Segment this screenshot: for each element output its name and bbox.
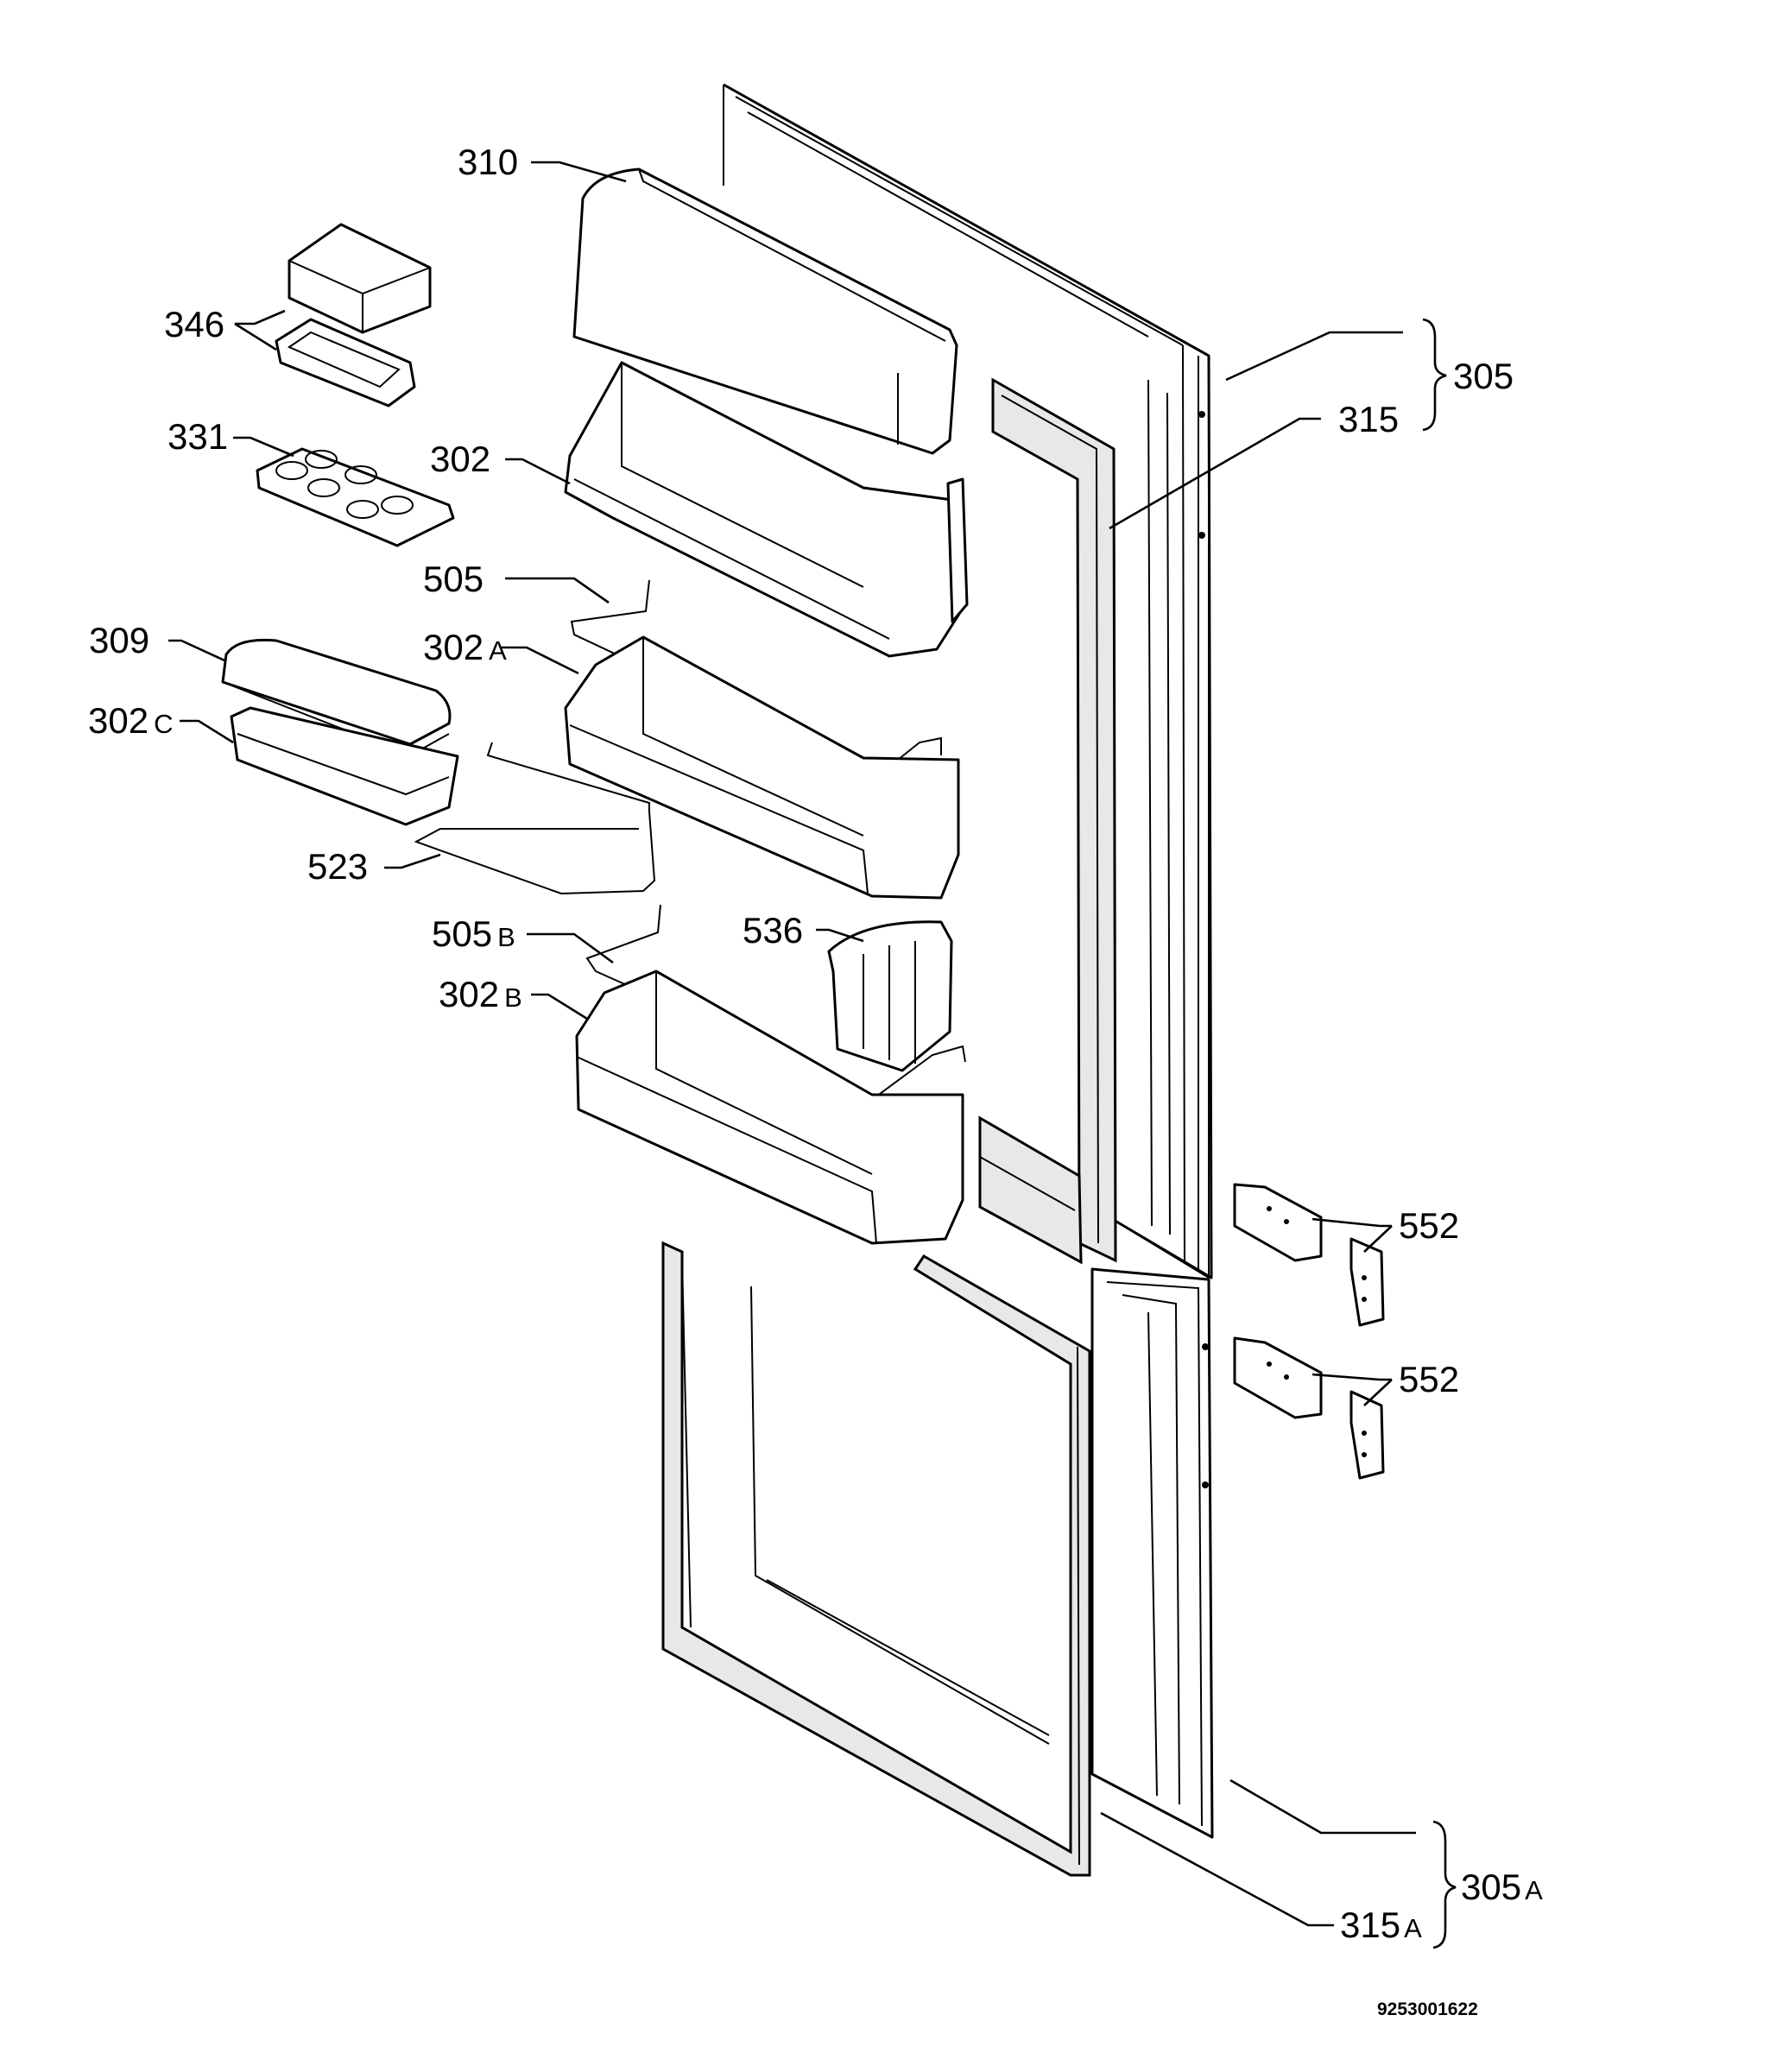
label-309: 309 bbox=[89, 620, 149, 660]
label-552-upper: 552 bbox=[1399, 1205, 1459, 1246]
label-305: 305 bbox=[1453, 356, 1514, 396]
bottle-divider-536 bbox=[827, 920, 953, 1072]
label-331: 331 bbox=[167, 416, 228, 457]
door-shelf-302b bbox=[575, 970, 964, 1245]
butter-dish-302c bbox=[230, 706, 459, 826]
label-523: 523 bbox=[307, 846, 368, 887]
hinge-552-upper bbox=[1233, 1183, 1385, 1327]
label-302: 302 bbox=[430, 439, 490, 479]
drawing-code: 9253001622 bbox=[1377, 1999, 1478, 2019]
label-536: 536 bbox=[743, 910, 803, 951]
leader-lines bbox=[168, 161, 1416, 1927]
door-shelf-302a bbox=[564, 635, 960, 900]
egg-tray-331 bbox=[256, 447, 455, 547]
door-shelf-302 bbox=[564, 361, 969, 658]
dairy-lid-310 bbox=[572, 167, 958, 455]
lower-door-305a bbox=[1090, 1267, 1214, 1839]
label-505: 505 bbox=[423, 559, 484, 599]
upper-door-gasket-315 bbox=[978, 377, 1117, 1265]
hinge-552-lower bbox=[1233, 1336, 1385, 1480]
label-310: 310 bbox=[458, 142, 518, 182]
bottle-rail-523 bbox=[414, 742, 656, 895]
egg-box-346 bbox=[275, 223, 432, 407]
label-552-lower: 552 bbox=[1399, 1359, 1459, 1399]
label-346: 346 bbox=[164, 304, 224, 344]
brace-305 bbox=[1422, 318, 1447, 432]
lower-door-gasket-315a bbox=[661, 1241, 1091, 1877]
brace-305a bbox=[1432, 1820, 1457, 1949]
label-315: 315 bbox=[1338, 399, 1399, 439]
